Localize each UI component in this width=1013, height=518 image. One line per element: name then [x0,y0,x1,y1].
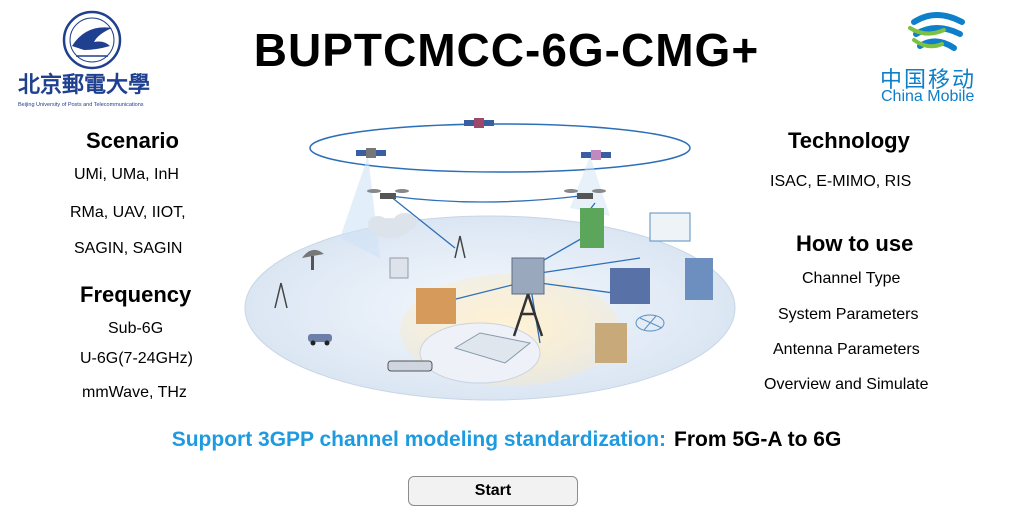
satellite-icon [464,118,494,128]
network-illustration [240,108,750,408]
app-title: BUPTCMCC-6G-CMG+ [253,24,760,76]
main-cell-tower-icon [511,257,545,337]
cell-tower-icon [274,235,466,309]
support-text-blue: Support 3GPP channel modeling standardiz… [171,428,667,451]
bupt-emblem-icon: 北京郵電大學 Beijing University of Posts and T… [18,10,150,108]
ground-station-icon [302,249,324,270]
scenario-item: UMi, UMa, InH [74,166,179,183]
drone-icon [564,189,606,199]
frequency-item: U-6G(7-24GHz) [80,350,193,367]
technology-heading: Technology [788,128,910,153]
bupt-wordmark: 北京郵電大學 [18,72,150,98]
scenario-item: RMa, UAV, IIOT, [70,204,186,221]
start-button[interactable]: Start [408,476,578,506]
satellite-icon [356,148,386,158]
building-icon [389,208,713,363]
train-icon [387,360,433,372]
satellite-icon [581,150,611,160]
how-to-use-antenna-parameters: Antenna Parameters [773,341,920,358]
bupt-logo: 北京郵電大學 Beijing University of Posts and T… [10,6,170,110]
china-mobile-name-cn: 中国移动 [880,67,977,92]
how-to-use-heading: How to use [796,231,914,256]
china-mobile-emblem-icon [908,12,965,51]
technology-item: ISAC, E-MIMO, RIS [770,173,912,190]
drone-icon [367,189,409,199]
frequency-item: Sub-6G [108,320,164,337]
how-to-use-system-parameters: System Parameters [778,306,919,323]
scenario-item: SAGIN, SAGIN [74,240,183,257]
car-icon [308,334,332,346]
how-to-use-channel-type: Channel Type [802,270,901,287]
frequency-item: mmWave, THz [82,384,187,401]
cloud-icon [368,213,417,238]
china-mobile-name-en: China Mobile [881,88,975,105]
support-text-black: From 5G-A to 6G [674,428,842,451]
bupt-subtitle: Beijing University of Posts and Telecomm… [18,102,144,108]
support-standardization-text: Support 3GPP channel modeling standardiz… [0,428,1013,452]
china-mobile-logo [870,8,1000,110]
frequency-heading: Frequency [80,282,192,307]
indoor-room-icon [453,332,532,364]
scenario-heading: Scenario [86,128,179,153]
how-to-use-overview-simulate: Overview and Simulate [764,376,929,393]
